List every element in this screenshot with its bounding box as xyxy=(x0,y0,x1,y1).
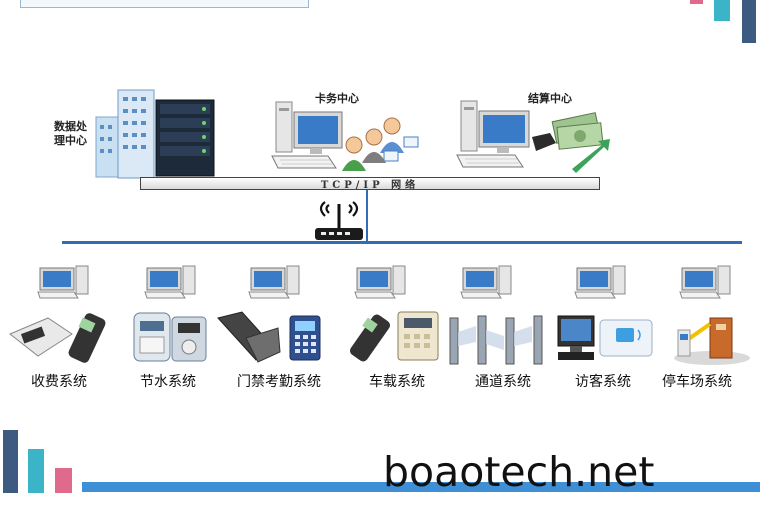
footer-bar xyxy=(82,482,760,492)
deco-teal-bar-bottom xyxy=(28,449,44,493)
computer-icon-water xyxy=(144,265,196,299)
server-building-icon xyxy=(95,89,215,179)
settlement-center-label: 结算中心 xyxy=(528,92,572,105)
deco-teal-bar-top xyxy=(714,0,730,21)
computer-icon-settlement xyxy=(456,100,530,168)
computer-icon xyxy=(271,101,343,169)
parking-gate-icon xyxy=(674,317,750,365)
money-icon xyxy=(532,112,610,173)
system-label-parking: 停车场系统 xyxy=(662,374,732,390)
turnstile-icon xyxy=(449,315,543,365)
computer-icon-access xyxy=(248,265,300,299)
system-label-visitor: 访客系统 xyxy=(575,374,631,390)
network-connector-line xyxy=(366,190,368,242)
users-icon xyxy=(342,117,419,171)
access-controller-icon xyxy=(217,311,321,363)
system-label-fee: 收费系统 xyxy=(31,374,87,390)
computer-icon-vehicle xyxy=(354,265,406,299)
system-label-access: 门禁考勤系统 xyxy=(237,374,321,390)
computer-icon-passage xyxy=(460,265,512,299)
network-bus xyxy=(62,241,742,244)
computer-icon-visitor xyxy=(574,265,626,299)
watermark: boaotech.net xyxy=(383,448,655,496)
card-center-label: 卡务中心 xyxy=(315,92,359,105)
data-center-label: 数据处 理中心 xyxy=(54,120,87,148)
visitor-terminal-icon xyxy=(557,315,653,360)
system-label-water: 节水系统 xyxy=(140,374,196,390)
vehicle-terminal-icon xyxy=(350,311,439,362)
computer-icon-fee xyxy=(37,265,89,299)
network-label: TCP/IP 网络 xyxy=(320,180,420,191)
title-box xyxy=(20,0,309,8)
data-center-label-line1: 数据处 xyxy=(54,120,87,133)
pos-terminal-icon xyxy=(9,313,106,363)
deco-navy-bar-bottom xyxy=(3,430,18,493)
data-center-label-line2: 理中心 xyxy=(54,134,87,147)
water-meter-icon xyxy=(133,312,207,362)
deco-navy-bar-top xyxy=(742,0,756,43)
system-label-passage: 通道系统 xyxy=(475,374,531,390)
deco-pink-bar-bottom xyxy=(55,468,72,493)
deco-pink-square-top xyxy=(690,0,703,4)
network-bar: TCP/IP 网络 xyxy=(140,177,600,191)
system-label-vehicle: 车载系统 xyxy=(369,374,425,390)
computer-icon-parking xyxy=(679,265,731,299)
wireless-router-icon xyxy=(315,201,363,240)
